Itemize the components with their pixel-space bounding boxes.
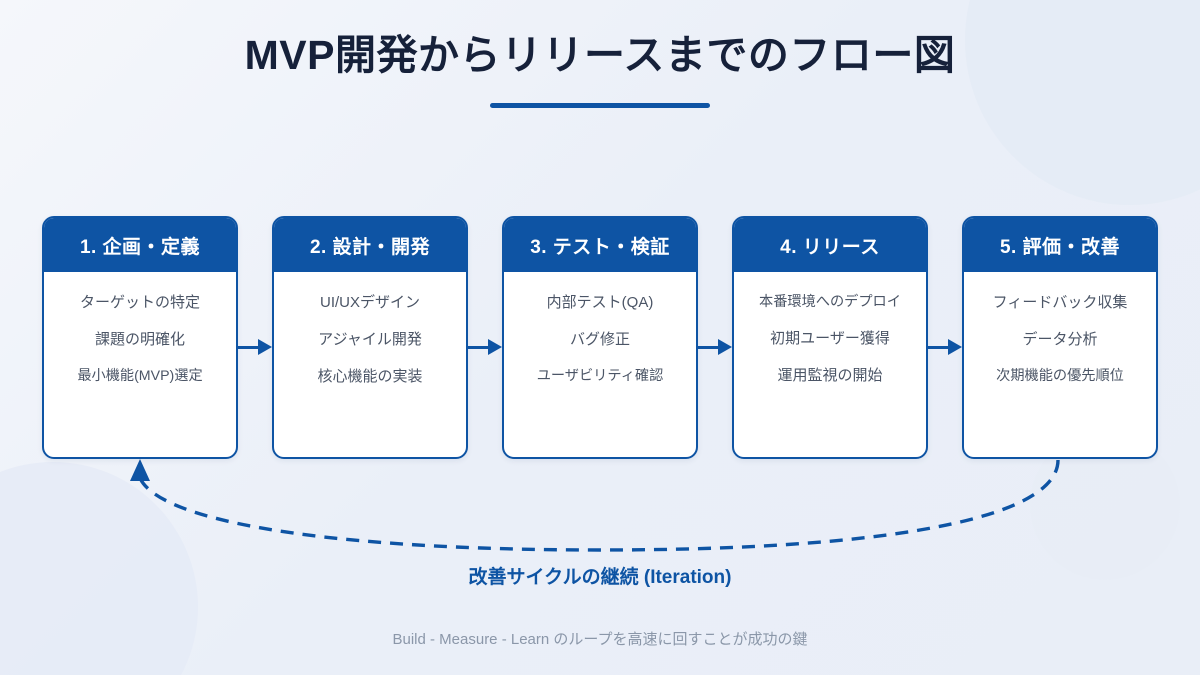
flow-card-body: フィードバック収集 データ分析 次期機能の優先順位 — [964, 272, 1156, 457]
page-title-wrapper: MVP開発からリリースまでのフロー図 — [0, 32, 1200, 79]
arrow-up-icon — [130, 459, 150, 481]
flow-card-title: 1. 企画・定義 — [44, 218, 236, 272]
arrow-shaft — [928, 346, 952, 349]
flow-card-item: バグ修正 — [569, 331, 630, 348]
footer-note: Build - Measure - Learn のループを高速に回すことが成功の… — [392, 631, 808, 648]
iteration-loop-label: 改善サイクルの継続 (Iteration) — [468, 567, 732, 588]
arrow-shaft — [468, 346, 492, 349]
arrow-right-icon — [928, 338, 962, 356]
flow-card-body: 本番環境へのデプロイ 初期ユーザー獲得 運用監視の開始 — [734, 272, 926, 457]
flow-card-4[interactable]: 4. リリース 本番環境へのデプロイ 初期ユーザー獲得 運用監視の開始 — [732, 216, 928, 459]
flow-card-3[interactable]: 3. テスト・検証 内部テスト(QA) バグ修正 ユーザビリティ確認 — [502, 216, 698, 459]
flow-card-title: 5. 評価・改善 — [964, 218, 1156, 272]
flow-card-body: 内部テスト(QA) バグ修正 ユーザビリティ確認 — [504, 272, 696, 457]
arrow-right-icon — [468, 338, 502, 356]
flow-card-item: 内部テスト(QA) — [546, 294, 654, 311]
flow-card-item: 次期機能の優先順位 — [996, 368, 1124, 384]
flow-card-item: データ分析 — [1022, 331, 1098, 348]
flow-card-title: 2. 設計・開発 — [274, 218, 466, 272]
arrow-head — [718, 339, 732, 355]
iteration-loop-path — [138, 459, 1060, 552]
arrow-shaft — [238, 346, 262, 349]
flow-card-item: UI/UXデザイン — [319, 294, 420, 311]
arrow-head — [948, 339, 962, 355]
arrow-right-icon — [698, 338, 732, 356]
flow-card-item: 課題の明確化 — [94, 331, 185, 348]
flow-card-item: フィードバック収集 — [992, 294, 1128, 311]
flow-card-item: 初期ユーザー獲得 — [770, 330, 890, 348]
arrow-shaft — [698, 346, 722, 349]
flow-card-item: アジャイル開発 — [318, 331, 422, 348]
flow-card-1[interactable]: 1. 企画・定義 ターゲットの特定 課題の明確化 最小機能(MVP)選定 — [42, 216, 238, 459]
flow-card-body: UI/UXデザイン アジャイル開発 核心機能の実装 — [274, 272, 466, 457]
page-title: MVP開発からリリースまでのフロー図 — [244, 32, 956, 78]
flow-card-item: 最小機能(MVP)選定 — [77, 368, 203, 384]
flow-card-item: 核心機能の実装 — [317, 368, 423, 385]
arrow-head — [258, 339, 272, 355]
flow-card-body: ターゲットの特定 課題の明確化 最小機能(MVP)選定 — [44, 272, 236, 457]
flow-card-title: 3. テスト・検証 — [504, 218, 696, 272]
flow-card-item: ターゲットの特定 — [79, 294, 200, 311]
flow-card-item: 運用監視の開始 — [777, 367, 883, 385]
flow-card-item: ユーザビリティ確認 — [536, 368, 664, 384]
flow-card-item: 本番環境へのデプロイ — [759, 294, 901, 310]
flow-steps: 1. 企画・定義 ターゲットの特定 課題の明確化 最小機能(MVP)選定 2. … — [42, 216, 1158, 459]
arrow-right-icon — [238, 338, 272, 356]
arrow-head — [488, 339, 502, 355]
decorative-circle-top-right — [965, 0, 1200, 205]
title-underline — [490, 103, 710, 108]
flow-card-5[interactable]: 5. 評価・改善 フィードバック収集 データ分析 次期機能の優先順位 — [962, 216, 1158, 459]
flow-card-title: 4. リリース — [734, 218, 926, 272]
flow-card-2[interactable]: 2. 設計・開発 UI/UXデザイン アジャイル開発 核心機能の実装 — [272, 216, 468, 459]
